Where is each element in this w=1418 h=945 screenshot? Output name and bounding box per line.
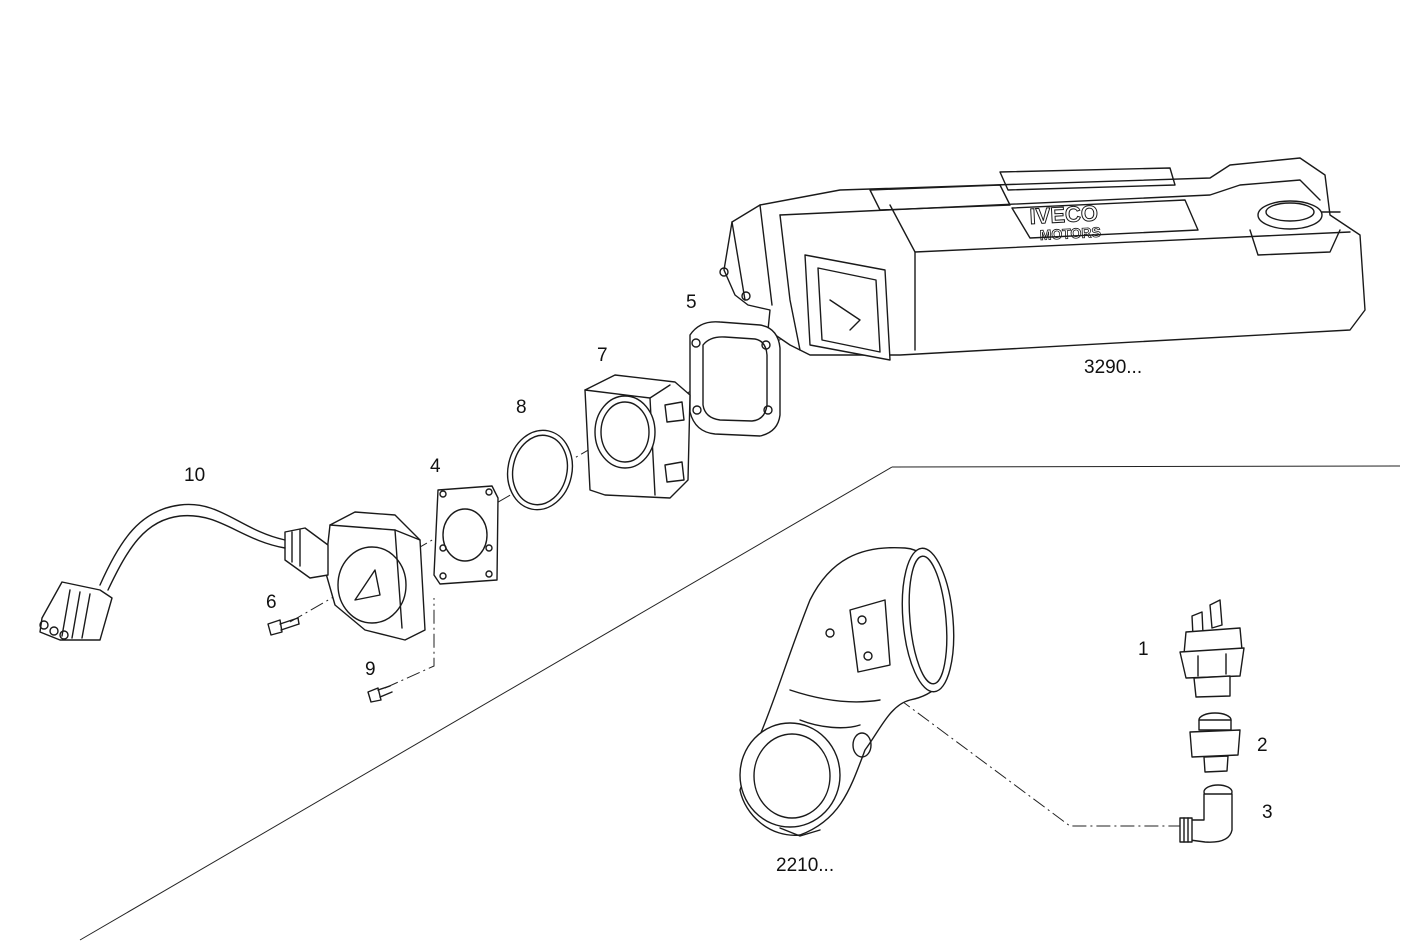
cover-logo-line1: IVECO: [1029, 200, 1099, 229]
elbow-fitting-part-3: [1179, 784, 1233, 843]
callout-8: 8: [516, 397, 527, 418]
adapter-part-2: [1189, 712, 1241, 773]
screw-part-6: [267, 617, 300, 636]
section-divider: [79, 465, 1401, 941]
heater-with-cable-part-10: [39, 503, 426, 641]
callout-7: 7: [597, 345, 608, 366]
rocker-cover-part-3290: [719, 157, 1366, 361]
callout-4: 4: [430, 456, 441, 477]
callout-2: 2: [1257, 735, 1268, 756]
intake-pipe-part-2210: [739, 546, 955, 837]
gasket-plate-part-4: [433, 485, 499, 585]
callout-6: 6: [266, 592, 277, 613]
callout-3: 3: [1262, 802, 1273, 823]
assembly-axis-lines: [289, 281, 1182, 827]
o-ring-part-8: [506, 429, 574, 511]
callout-10: 10: [184, 465, 206, 486]
flange-body-part-7: [584, 374, 691, 499]
callout-5: 5: [686, 292, 697, 313]
cover-logo-line2: MOTORS: [1039, 224, 1101, 243]
callout-1: 1: [1138, 639, 1149, 660]
callout-9: 9: [365, 659, 376, 680]
gasket-part-5: [689, 321, 781, 437]
screw-part-9: [367, 685, 393, 703]
reference-cover-3290: 3290...: [1084, 357, 1143, 378]
sensor-part-1: [1179, 599, 1245, 698]
reference-pipe-2210: 2210...: [776, 855, 835, 876]
